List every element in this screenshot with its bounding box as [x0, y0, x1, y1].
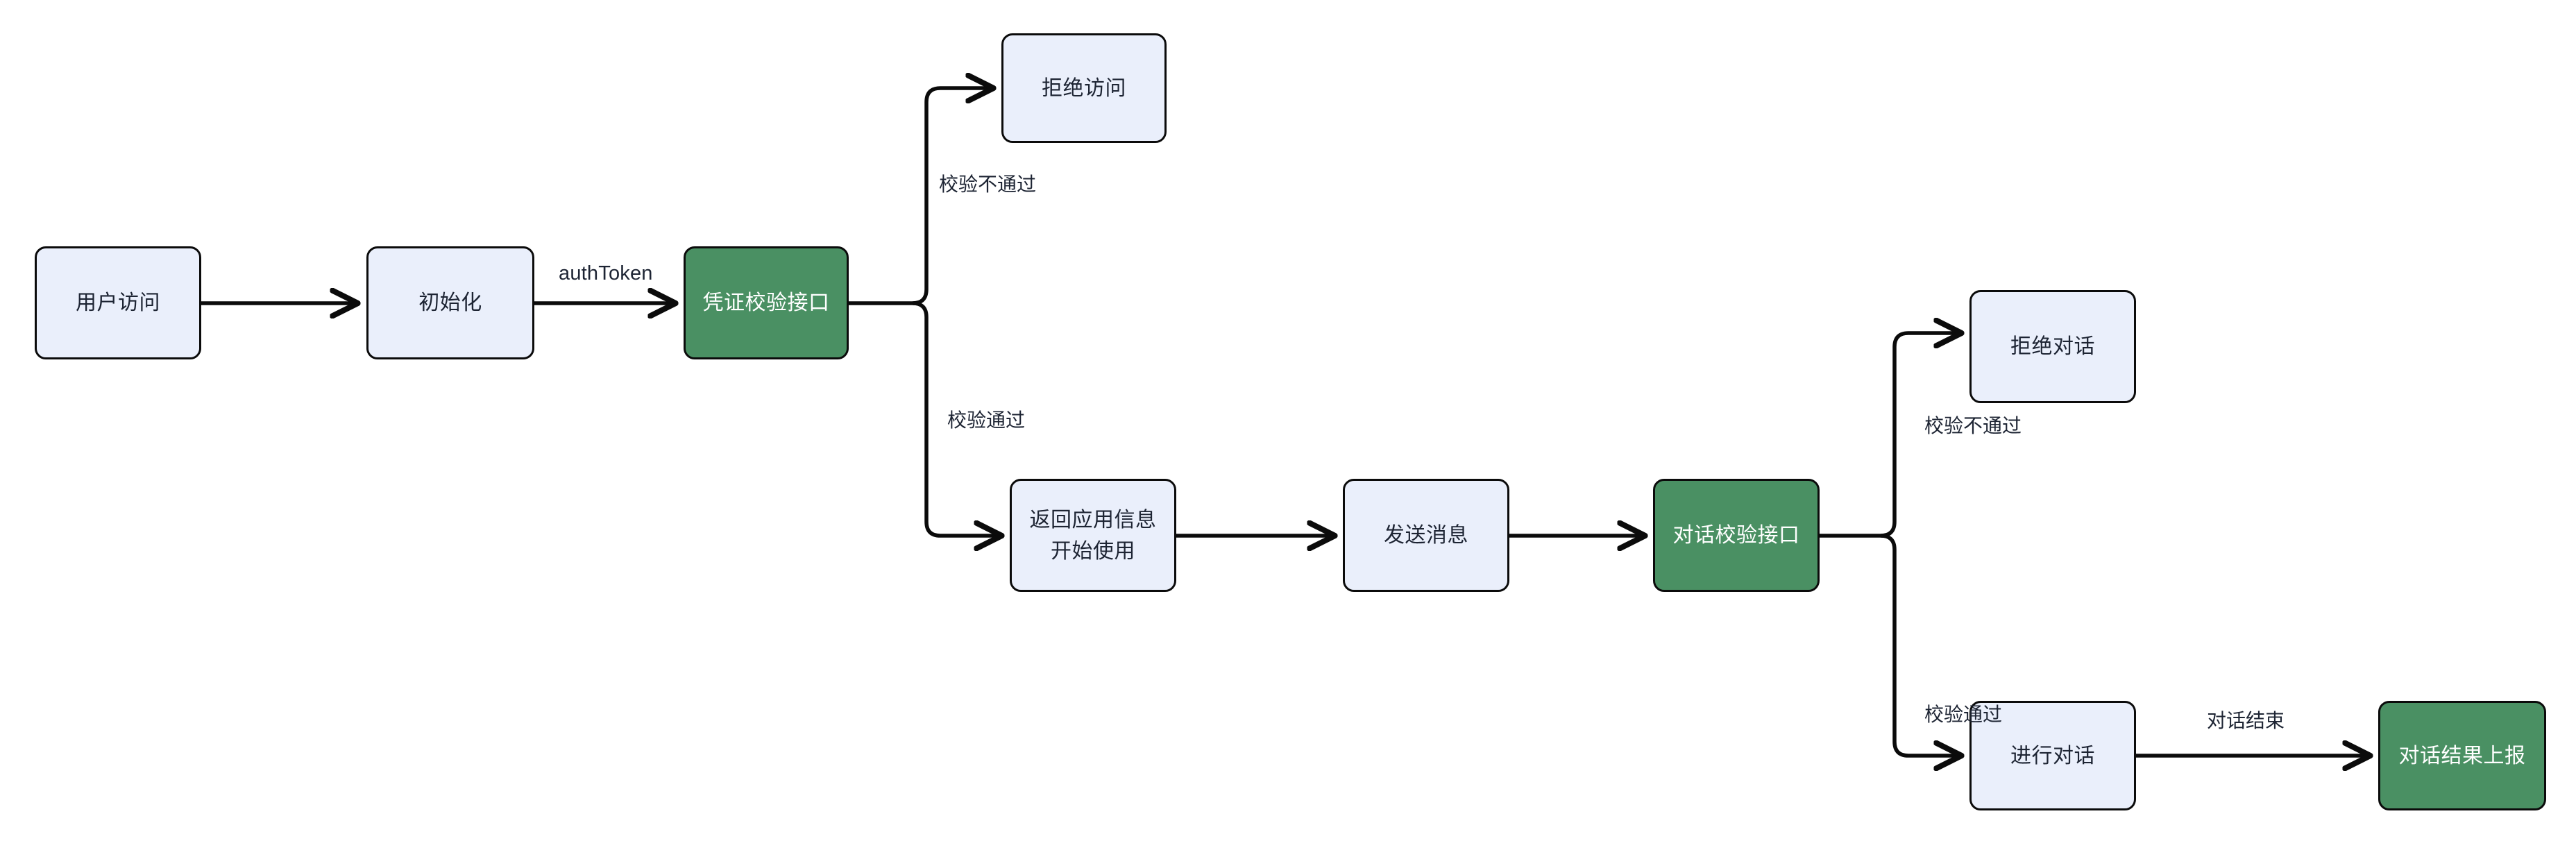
node-conduct-dialog[interactable]: 进行对话: [1969, 701, 2136, 810]
node-initialize-label: 初始化: [418, 291, 482, 314]
edge-credential-verify-to-deny-access: [912, 88, 991, 305]
node-deny-access-label: 拒绝访问: [1042, 76, 1126, 100]
node-reject-dialog-label: 拒绝对话: [2010, 335, 2095, 358]
edge-label-verify-failed-right: 校验不通过: [1924, 415, 2022, 436]
node-deny-access[interactable]: 拒绝访问: [1001, 33, 1167, 143]
edge-label-dialog-finished: 对话结束: [2207, 710, 2285, 731]
node-reject-dialog[interactable]: 拒绝对话: [1969, 290, 2136, 403]
node-conduct-dialog-label: 进行对话: [2010, 744, 2095, 767]
edge-label-verify-passed-left: 校验通过: [947, 409, 1026, 431]
node-send-message[interactable]: 发送消息: [1343, 479, 1509, 592]
node-return-app-info-label: 返回应用信息 开始使用: [1029, 508, 1157, 563]
node-dialog-verify[interactable]: 对话校验接口: [1653, 479, 1820, 592]
node-report-result[interactable]: 对话结果上报: [2378, 701, 2546, 810]
edge-label-auth-token: authToken: [559, 262, 653, 284]
node-user-access-label: 用户访问: [76, 291, 160, 314]
node-credential-verify-label: 凭证校验接口: [702, 291, 830, 314]
node-dialog-verify-label: 对话校验接口: [1672, 524, 1800, 547]
edge-label-verify-failed-left: 校验不通过: [939, 173, 1037, 195]
node-return-app-info[interactable]: 返回应用信息 开始使用: [1010, 479, 1176, 592]
node-credential-verify[interactable]: 凭证校验接口: [684, 246, 849, 359]
node-initialize[interactable]: 初始化: [366, 246, 534, 359]
edge-label-verify-passed-right: 校验通过: [1924, 704, 2003, 725]
node-user-access[interactable]: 用户访问: [35, 246, 201, 359]
node-report-result-label: 对话结果上报: [2398, 744, 2526, 767]
node-send-message-label: 发送消息: [1384, 524, 1468, 547]
